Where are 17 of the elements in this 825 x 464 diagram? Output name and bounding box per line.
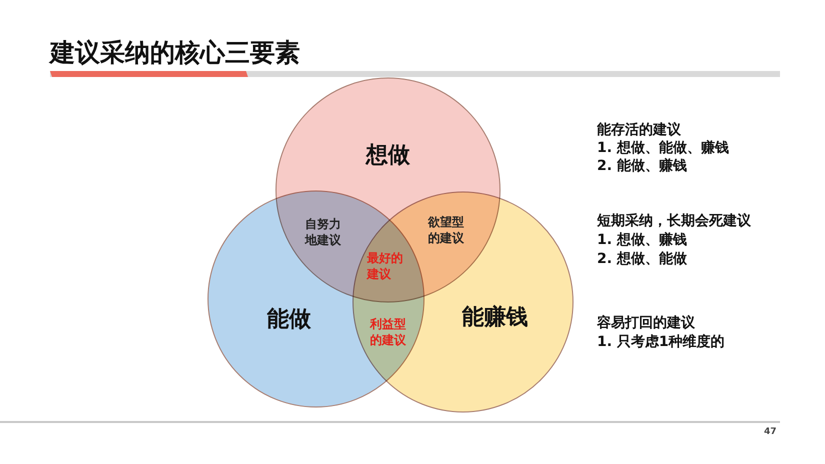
region-label: 最好的建议: [367, 250, 404, 282]
list-item: 1. 想做、能做、赚钱: [597, 139, 729, 157]
list-heading: 容易打回的建议: [597, 314, 695, 332]
region-label: 利益型的建议: [369, 316, 407, 348]
list-item: 2. 能做、赚钱: [597, 157, 687, 175]
list-heading: 能存活的建议: [597, 121, 681, 139]
region-label: 欲望型的建议: [427, 214, 465, 246]
list-heading: 短期采纳，长期会死建议: [597, 212, 751, 230]
page-number: 47: [764, 426, 777, 439]
list-item: 1. 只考虑1种维度的: [597, 333, 725, 351]
circle-label: 能做: [267, 308, 311, 332]
list-item: 1. 想做、赚钱: [597, 231, 687, 249]
circle-label: 能赚钱: [462, 306, 528, 330]
circle-label: 想做: [366, 144, 410, 168]
slide-title: 建议采纳的核心三要素: [50, 37, 300, 69]
region-label: 自努力地建议: [304, 216, 342, 248]
list-item: 2. 想做、能做: [597, 250, 687, 268]
